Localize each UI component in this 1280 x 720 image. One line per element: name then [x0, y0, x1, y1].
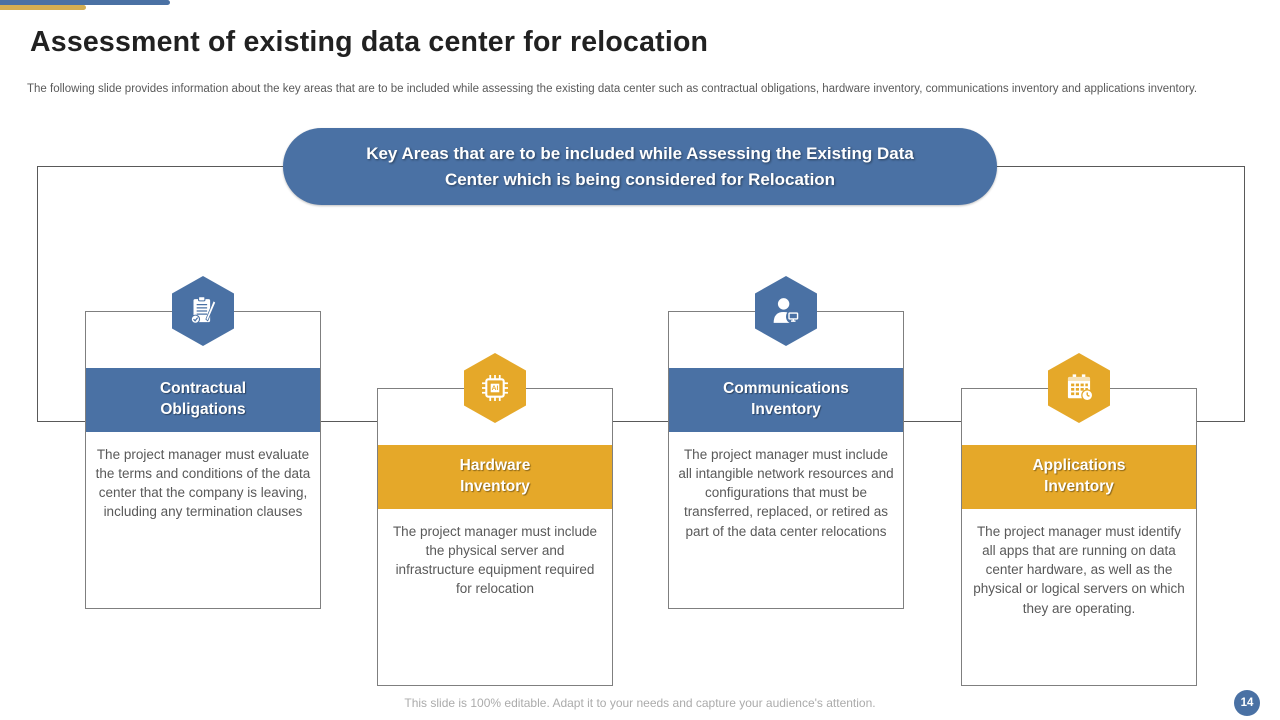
card-title-band: Applications Inventory: [962, 445, 1196, 509]
card-title-line1: Contractual: [159, 380, 247, 398]
card-title-line2: Inventory: [751, 401, 821, 418]
page-title: Assessment of existing data center for r…: [30, 26, 709, 58]
card-title-line1: Communications: [723, 380, 849, 398]
card-title-line2: Inventory: [460, 478, 530, 495]
editable-note: This slide is 100% editable. Adapt it to…: [404, 696, 876, 710]
card-title-band: Communications Inventory: [669, 368, 903, 432]
card-title-band: Contractual Obligations: [86, 368, 320, 432]
card-title-line2: Inventory: [1044, 478, 1114, 495]
accent-bar-blue: [0, 0, 170, 5]
accent-bar-gold: [0, 5, 86, 10]
card-title-band: Hardware Inventory: [378, 445, 612, 509]
card-body-text: The project manager must include all int…: [678, 447, 894, 539]
card-applications-inventory: Applications Inventory The project manag…: [961, 353, 1197, 686]
svg-text:AI: AI: [492, 385, 499, 392]
card-body-text: The project manager must identify all ap…: [973, 524, 1185, 616]
banner-text: Key Areas that are to be included while …: [366, 144, 914, 189]
slide-subtitle: The following slide provides information…: [27, 83, 1198, 95]
card-contractual-obligations: Contractual Obligations The project mana…: [85, 276, 321, 609]
key-areas-banner: Key Areas that are to be included while …: [283, 128, 997, 205]
card-title-line1: Applications: [1032, 457, 1126, 475]
calendar-clock-icon: [1048, 353, 1110, 423]
page-number-badge: 14: [1234, 690, 1260, 716]
card-title-line1: Hardware: [459, 457, 531, 475]
card-hardware-inventory: AI Hardware Inventory The project manage…: [377, 353, 613, 686]
card-title-line2: Obligations: [160, 401, 246, 418]
card-body-text: The project manager must evaluate the te…: [95, 447, 311, 520]
card-communications-inventory: Communications Inventory The project man…: [668, 276, 904, 609]
card-body-text: The project manager must include the phy…: [392, 524, 598, 597]
